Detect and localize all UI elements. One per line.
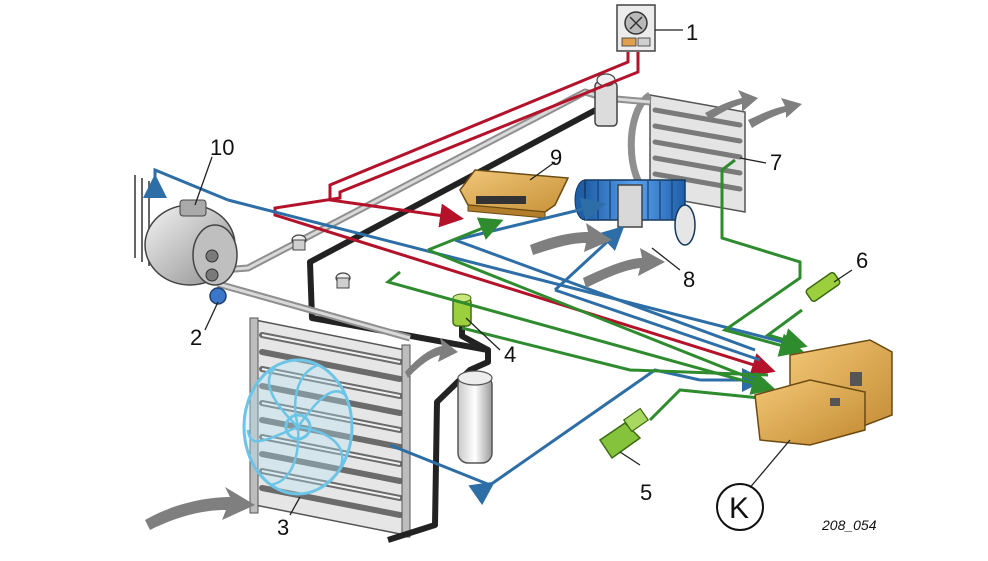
callout-9: 9 xyxy=(550,145,562,170)
callout-4: 4 xyxy=(504,342,516,367)
callout-10: 10 xyxy=(210,135,234,160)
callout-3: 3 xyxy=(277,515,289,540)
receiver-drier xyxy=(457,370,493,464)
compressor-clutch-connector xyxy=(209,287,227,305)
condenser xyxy=(249,317,411,538)
connector-letter: K xyxy=(729,492,749,525)
wiring-harness xyxy=(143,52,808,506)
control-unit xyxy=(459,169,570,219)
airflow-arrows xyxy=(145,90,802,530)
callout-labels: 1 2 3 4 5 6 7 8 9 10 xyxy=(190,20,868,540)
figure-reference: 208_054 xyxy=(821,517,877,533)
compressor xyxy=(134,175,238,286)
temperature-sensor xyxy=(598,407,650,460)
control-panel xyxy=(616,4,656,52)
callout-1: 1 xyxy=(686,20,698,45)
callout-8: 8 xyxy=(683,267,695,292)
callout-2: 2 xyxy=(190,325,202,350)
evaporator-sensor xyxy=(805,271,841,303)
connector-symbol: K xyxy=(716,483,764,531)
callout-6: 6 xyxy=(856,248,868,273)
callout-leaders xyxy=(194,29,853,516)
callout-5: 5 xyxy=(640,480,652,505)
high-pressure-switch xyxy=(452,293,472,327)
ac-control-module xyxy=(754,339,893,446)
condenser-fan xyxy=(242,358,354,496)
callout-7: 7 xyxy=(770,150,782,175)
